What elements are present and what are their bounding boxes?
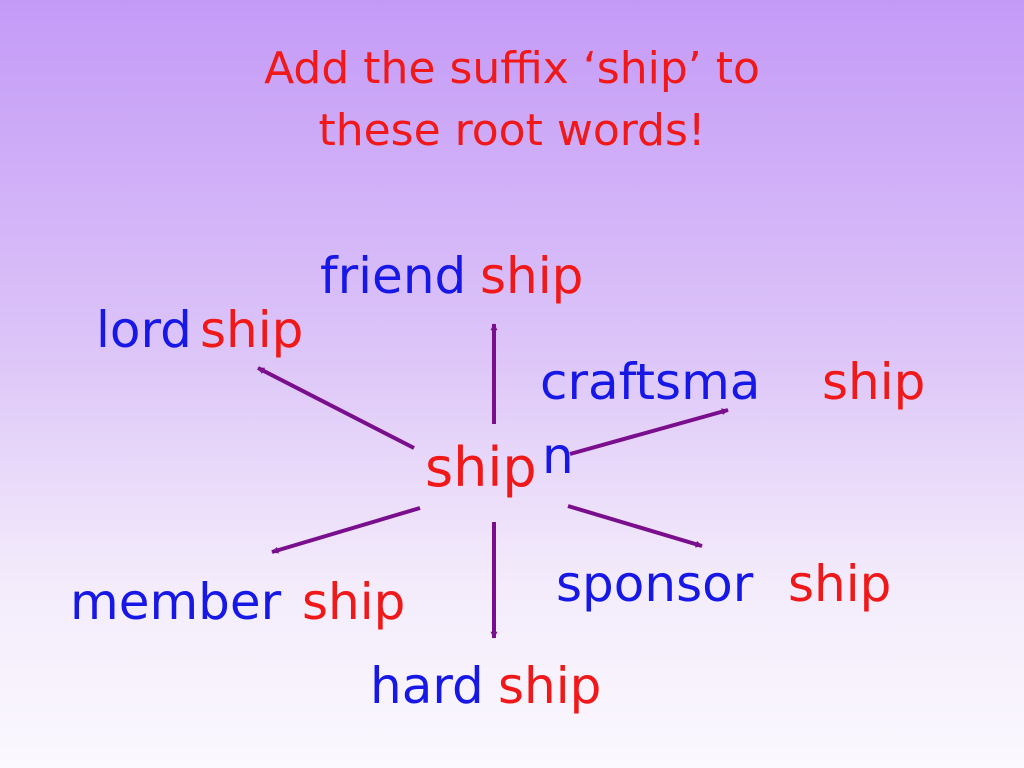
word-hardship: hard ship bbox=[370, 656, 601, 716]
word-sponsorship: sponsor ship bbox=[556, 554, 891, 614]
word-craftsmanship: craftsma ship n bbox=[540, 352, 925, 485]
root-member: member bbox=[70, 573, 282, 631]
suffix-ship: ship bbox=[822, 353, 926, 411]
word-friendship: friend ship bbox=[320, 246, 583, 306]
center-word-ship: ship bbox=[425, 436, 537, 499]
suffix-ship: ship bbox=[480, 247, 584, 305]
root-sponsor: sponsor bbox=[556, 555, 754, 613]
root-craftsman: craftsma bbox=[540, 353, 761, 411]
root-friend: friend bbox=[320, 247, 467, 305]
root-hard: hard bbox=[370, 657, 484, 715]
slide-title: Add the suffix ‘ship’ to these root word… bbox=[0, 38, 1024, 162]
root-lord: lord bbox=[96, 301, 192, 359]
suffix-ship: ship bbox=[302, 573, 406, 631]
word-membership: member ship bbox=[70, 572, 405, 632]
suffix-ship: ship bbox=[200, 301, 304, 359]
arrow-down-left bbox=[271, 506, 421, 554]
suffix-ship: ship bbox=[788, 555, 892, 613]
root-overflow-n: n bbox=[542, 427, 574, 485]
arrow-down-right bbox=[567, 504, 703, 548]
arrow-up-left bbox=[257, 366, 415, 450]
suffix-ship: ship bbox=[498, 657, 602, 715]
word-lordship: lord ship bbox=[96, 300, 303, 360]
title-line-2: these root words! bbox=[318, 105, 706, 156]
title-line-1: Add the suffix ‘ship’ to bbox=[264, 43, 760, 94]
arrow-up-right bbox=[569, 408, 729, 456]
